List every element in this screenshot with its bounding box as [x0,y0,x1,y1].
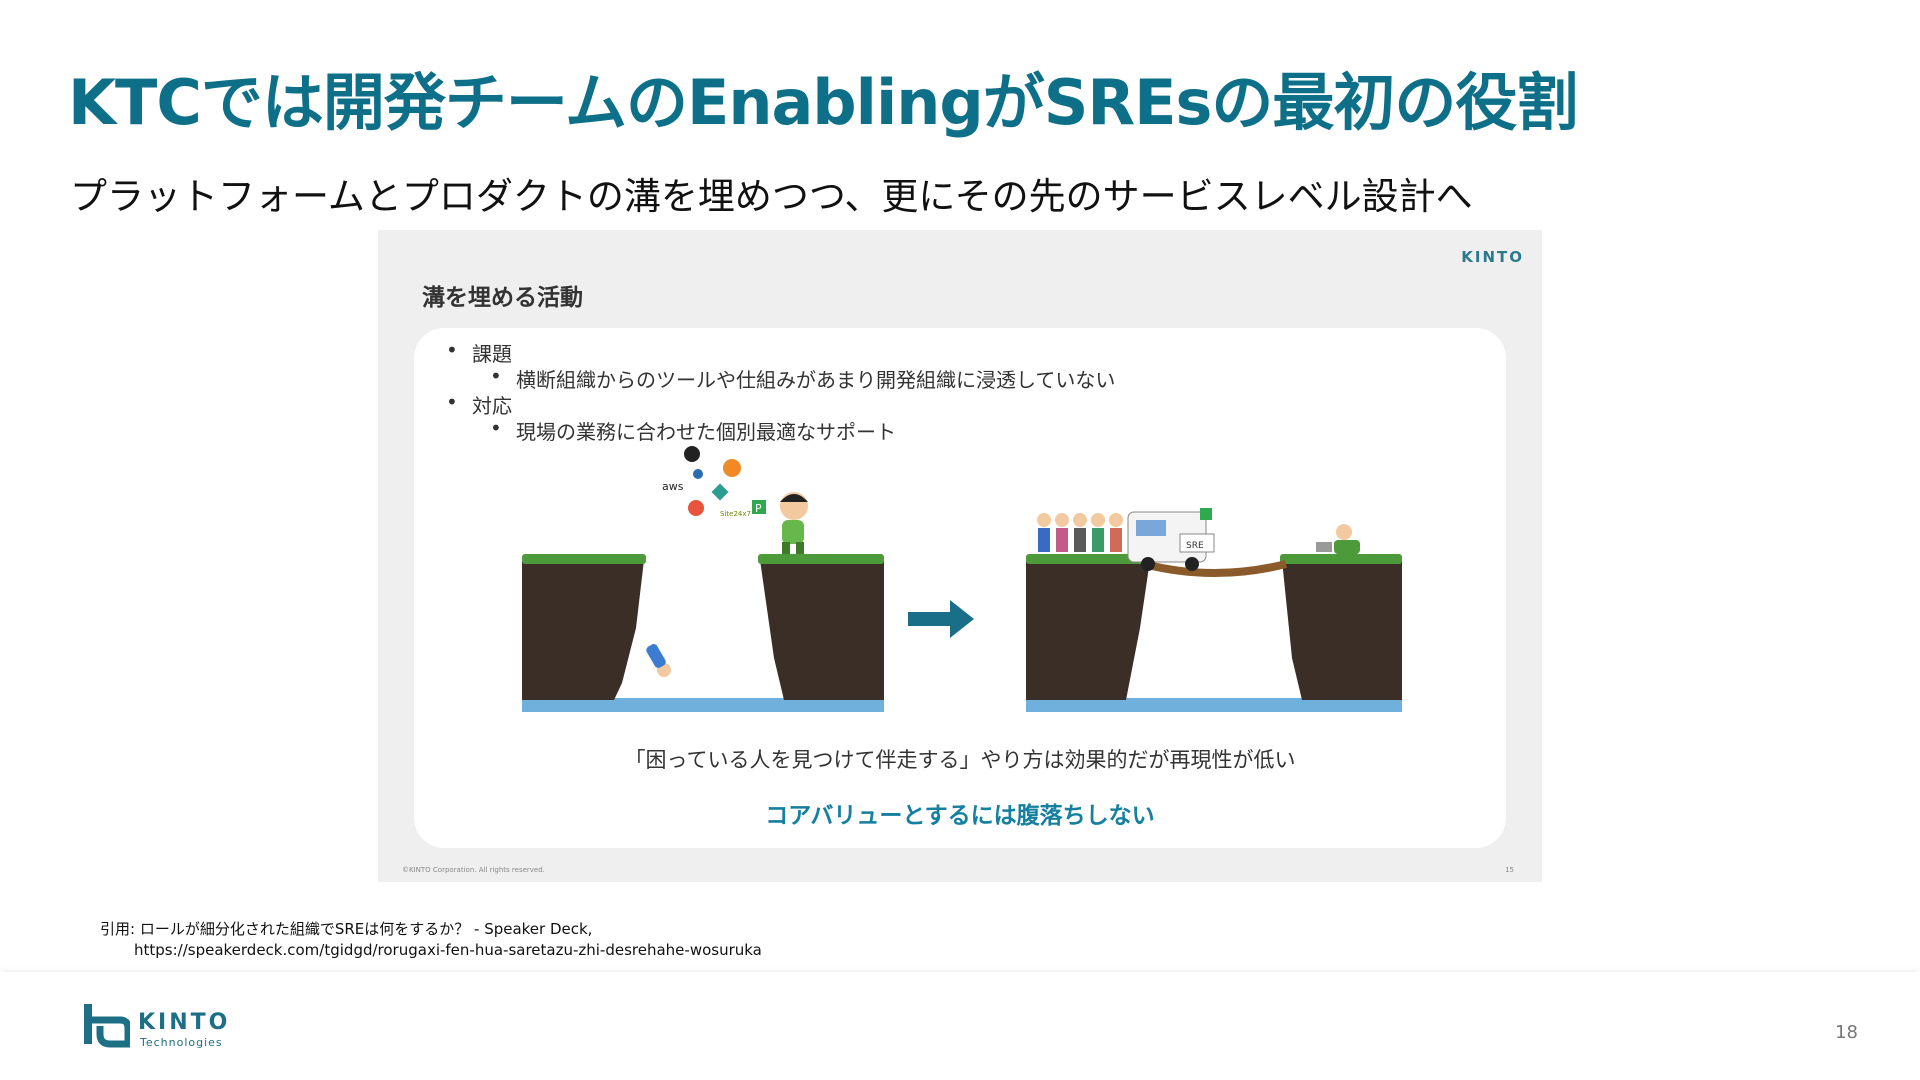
p-badge-icon [1200,508,1212,520]
truck-icon: SRE [1127,508,1215,571]
tool-icon [693,469,703,479]
aws-icon: aws [662,480,684,493]
site24x7-icon: Site24x7 [720,510,751,518]
emphasis-statement: コアバリューとするには腹落ちしない [765,803,1155,829]
water [522,698,884,712]
left-cliff-scene: aws P Site24x7 [522,446,884,712]
embedded-slide-title: 溝を埋める活動 [422,285,583,311]
left-cliff [522,560,644,700]
citation-title: 引用: ロールが細分化された組織でSREは何をするか？ - Speaker De… [100,920,593,938]
tool-icon [688,500,704,516]
tool-icon [711,483,729,501]
bullet-level1: 対応 [446,390,512,419]
github-icon [684,446,700,462]
right-cliff [760,560,884,700]
bullet-level2: 横断組織からのツールや仕組みがあまり開発組織に浸透していない [490,364,1115,393]
embedded-copyright: ©KINTO Corporation. All rights reserved. [402,866,545,874]
helper-person-icon [780,492,808,554]
arrow-right-icon [908,600,974,638]
kinto-technologies-logo-icon [84,1004,130,1048]
embedded-slide-number: 15 [1505,866,1514,874]
right-cliff [1282,560,1402,700]
illustration-caption: 「困っている人を見つけて伴走する」やり方は効果的だが再現性が低い [624,748,1296,772]
content-panel: 課題 横断組織からのツールや仕組みがあまり開発組織に浸透していない 対応 現場の… [414,328,1506,848]
falling-person-icon [646,644,671,677]
footer-logo-text: KINTO [138,1010,231,1035]
tool-icons: aws P Site24x7 [662,446,766,518]
grass [758,554,884,564]
page-number: 18 [1835,1022,1858,1043]
svg-text:SRE: SRE [1186,541,1204,551]
kinto-brand-text: KINTO [1461,248,1524,266]
embedded-slide-image: KINTO 溝を埋める活動 課題 横断組織からのツールや仕組みがあまり開発組織に… [378,230,1542,882]
developer-with-laptop-icon [1316,524,1360,554]
left-cliff [1026,560,1150,700]
citation-url[interactable]: https://speakerdeck.com/tgidgd/rorugaxi-… [134,941,762,959]
grafana-icon [723,459,741,477]
svg-text:P: P [755,502,762,515]
footer-bar [0,972,1920,1080]
footer-logo-subtext: Technologies [140,1036,223,1049]
bridge [1143,560,1287,577]
bullet-level2: 現場の業務に合わせた個別最適なサポート [490,416,896,445]
page-subtitle: プラットフォームとプロダクトの溝を埋めつつ、更にその先のサービスレベル設計へ [70,175,1473,218]
grass [1026,554,1152,564]
grass [522,554,646,564]
grass [1280,554,1402,564]
gap-bridging-illustration: aws P Site24x7 [522,446,1402,712]
right-cliff-scene: SRE [1026,508,1402,712]
bullet-level1: 課題 [446,338,512,367]
crowd-icon [1037,513,1123,552]
water [1026,698,1402,712]
p-badge-icon [752,500,766,514]
page-title: KTCでは開発チームのEnablingがSREsの最初の役割 [68,66,1578,139]
